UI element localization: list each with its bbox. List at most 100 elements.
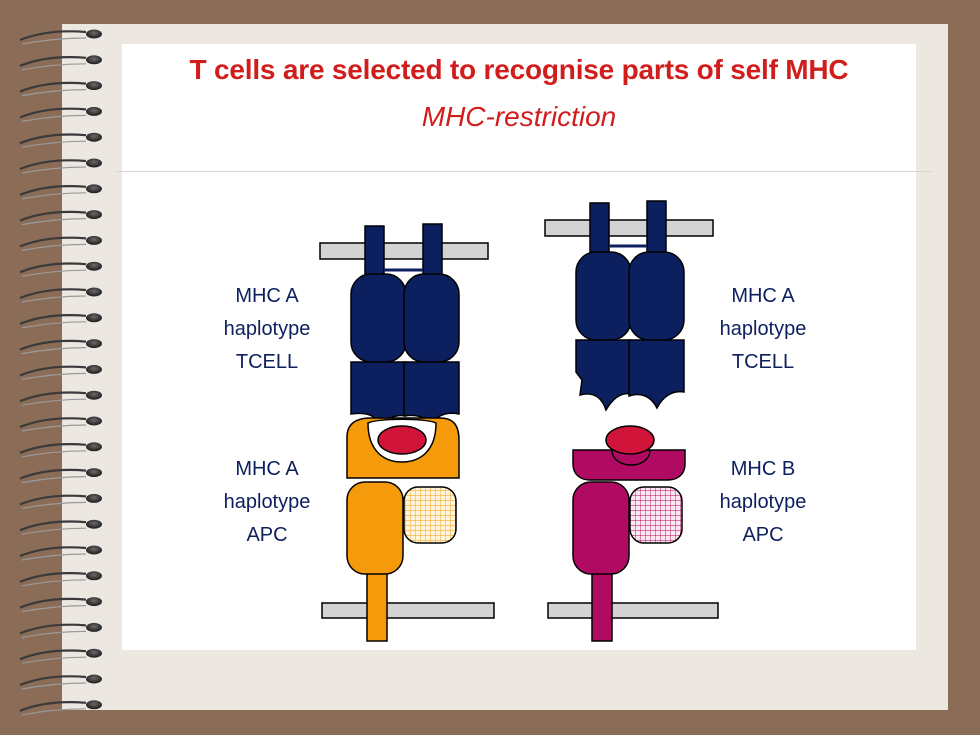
right-apc-label-line-3: APC — [742, 524, 784, 546]
right-mhc-alpha3-domain — [572, 481, 630, 575]
binding-wire — [19, 210, 87, 222]
binding-wire-highlight — [21, 321, 87, 329]
binding-wire-highlight — [21, 682, 87, 690]
binding-wire — [19, 30, 87, 42]
binding-hole — [86, 29, 102, 39]
binding-wire-highlight — [21, 605, 87, 613]
binding-wire-highlight — [21, 527, 87, 535]
binding-hole — [86, 519, 102, 529]
left-mhc-tail — [366, 571, 388, 642]
right-tcr-upper-domain-2 — [628, 251, 685, 341]
binding-hole — [86, 493, 102, 503]
left-tcr-lower-domain-2 — [403, 361, 460, 426]
binding-hole — [86, 468, 102, 478]
left-tcell-label: MHC A haplotype TCELL — [197, 280, 337, 379]
binding-wire — [19, 159, 87, 171]
binding-wire — [19, 262, 87, 274]
binding-hole — [86, 364, 102, 374]
binding-wire — [19, 313, 87, 325]
right-apc-label: MHC B haplotype APC — [693, 453, 833, 552]
binding-wire-highlight — [21, 398, 87, 406]
binding-wire-highlight — [21, 476, 87, 484]
right-apc-membrane — [547, 602, 719, 619]
binding-hole — [86, 622, 102, 632]
binding-hole — [86, 313, 102, 323]
binding-hole — [86, 416, 102, 426]
binding-wire-highlight — [21, 89, 87, 97]
left-mhc-alpha3-domain — [346, 481, 404, 575]
binding-wire — [19, 520, 87, 532]
binding-wire — [19, 546, 87, 558]
left-tcell-receptor — [319, 223, 489, 427]
binding-wire-highlight — [21, 372, 87, 380]
binding-wire — [19, 391, 87, 403]
binding-wire-highlight — [21, 63, 87, 71]
binding-wire — [19, 236, 87, 248]
binding-hole — [86, 390, 102, 400]
binding-hole — [86, 648, 102, 658]
binding-wire — [19, 184, 87, 196]
binding-wire — [19, 339, 87, 351]
right-tcr-lower-domain-1 — [575, 339, 632, 412]
binding-wire-highlight — [21, 656, 87, 664]
binding-hole — [86, 158, 102, 168]
binding-wire-highlight — [21, 192, 87, 200]
binding-wire-highlight — [21, 218, 87, 226]
binding-wire — [19, 623, 87, 635]
binding-hole — [86, 700, 102, 710]
binding-hole — [86, 184, 102, 194]
binding-wire-highlight — [21, 630, 87, 638]
binding-wire-highlight — [21, 166, 87, 174]
binding-wire-highlight — [21, 579, 87, 587]
binding-hole — [86, 106, 102, 116]
binding-wire-highlight — [21, 140, 87, 148]
binding-hole — [86, 235, 102, 245]
binding-wire-highlight — [21, 114, 87, 122]
right-tcr-upper-domain-1 — [575, 251, 632, 341]
right-tcell-receptor — [544, 200, 714, 412]
spiral-binding-icon — [19, 29, 102, 716]
binding-hole — [86, 55, 102, 65]
binding-wire-highlight — [21, 243, 87, 251]
binding-wire — [19, 81, 87, 93]
binding-wire-highlight — [21, 295, 87, 303]
right-tcell-label-line-1: MHC A — [731, 285, 795, 307]
binding-hole — [86, 339, 102, 349]
right-tcr-lower-domain-2 — [628, 339, 685, 410]
left-apc-membrane — [321, 602, 495, 619]
binding-hole — [86, 210, 102, 220]
slide-subtitle: MHC-restriction — [421, 101, 617, 132]
binding-wire — [19, 675, 87, 687]
binding-wire-highlight — [21, 347, 87, 355]
binding-wire — [19, 494, 87, 506]
binding-hole — [86, 442, 102, 452]
right-beta2-microglobulin — [629, 486, 683, 544]
right-peptide — [605, 425, 655, 455]
binding-wire-highlight — [21, 269, 87, 277]
left-tcr-upper-domain-2 — [403, 273, 460, 363]
binding-wire-highlight — [21, 424, 87, 432]
left-apc-mhc — [321, 417, 495, 642]
right-mhc-tail — [591, 571, 613, 642]
left-beta2-microglobulin — [403, 486, 457, 544]
slide-canvas — [122, 44, 916, 650]
binding-wire-highlight — [21, 553, 87, 561]
binding-wire-highlight — [21, 37, 87, 45]
right-apc-label-line-1: MHC B — [730, 458, 796, 480]
right-tcell-label-line-2: haplotype — [719, 318, 807, 340]
binding-wire — [19, 442, 87, 454]
binding-wire — [19, 700, 87, 712]
binding-wire-highlight — [21, 501, 87, 509]
binding-wire — [19, 288, 87, 300]
binding-wire — [19, 55, 87, 67]
binding-wire-highlight — [21, 708, 87, 716]
left-tcell-label-line-2: haplotype — [223, 318, 311, 340]
binding-hole — [86, 597, 102, 607]
binding-hole — [86, 571, 102, 581]
binding-hole — [86, 81, 102, 91]
right-apc-label-line-2: haplotype — [719, 491, 807, 513]
right-tcell-membrane — [544, 219, 714, 237]
binding-hole — [86, 674, 102, 684]
left-apc-label-line-3: APC — [246, 524, 288, 546]
left-tcr-upper-domain-1 — [350, 273, 407, 363]
